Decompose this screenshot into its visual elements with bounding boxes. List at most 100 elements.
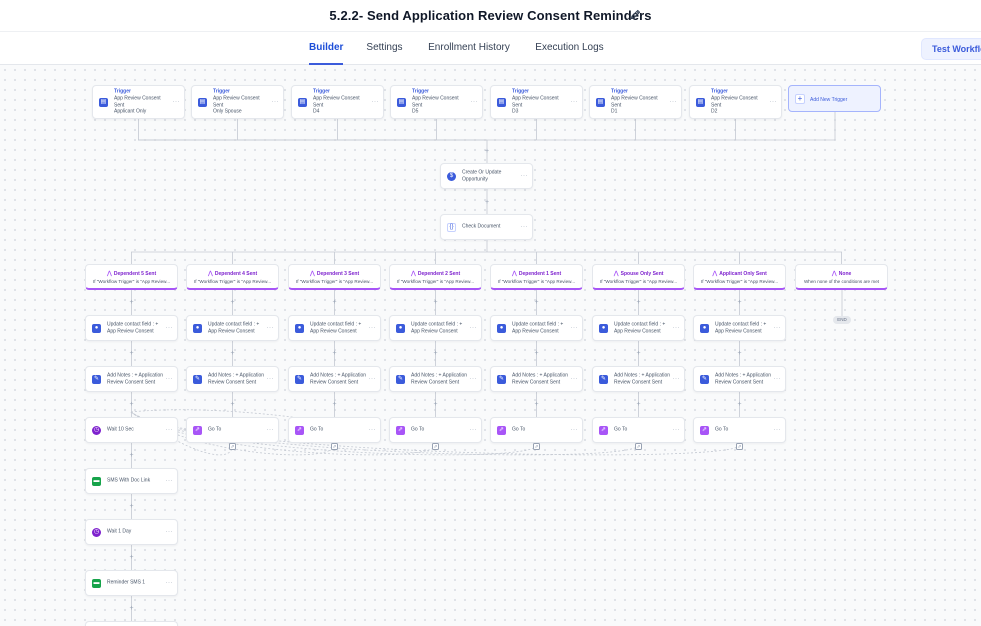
add-step-plus-icon[interactable]: + [636,349,641,357]
add-step-plus-icon[interactable]: + [433,400,438,408]
opportunity-action-node[interactable]: $ Create Or Update Opportunity ··· [440,163,533,189]
go-to-node[interactable]: ⇗Go To··· [592,417,685,443]
add-step-plus-icon[interactable]: + [129,553,134,561]
go-to-node[interactable]: ⇗Go To··· [490,417,583,443]
more-options-icon[interactable]: ··· [773,427,781,433]
more-options-icon[interactable]: ··· [165,529,173,535]
add-step-plus-icon[interactable]: + [129,502,134,510]
next-step-node[interactable] [85,621,178,626]
add-step-plus-icon[interactable]: + [332,400,337,408]
more-options-icon[interactable]: ··· [266,325,274,331]
more-options-icon[interactable]: ··· [172,99,180,105]
more-options-icon[interactable]: ··· [470,99,478,105]
add-step-plus-icon[interactable]: + [129,451,134,459]
add-step-plus-icon[interactable]: + [636,400,641,408]
more-options-icon[interactable]: ··· [570,99,578,105]
sms-node[interactable]: ▬Reminder SMS 1··· [85,570,178,596]
tab-builder[interactable]: Builder [309,32,343,65]
update-contact-field-node[interactable]: ●Update contact field : + App Review Con… [288,315,381,341]
update-contact-field-node[interactable]: ●Update contact field : + App Review Con… [85,315,178,341]
add-step-plus-icon[interactable]: + [534,298,539,306]
more-options-icon[interactable]: ··· [520,224,528,230]
add-step-plus-icon[interactable]: + [332,349,337,357]
add-step-plus-icon[interactable]: + [230,349,235,357]
more-options-icon[interactable]: ··· [165,427,173,433]
more-options-icon[interactable]: ··· [669,99,677,105]
add-step-plus-icon[interactable]: + [484,147,490,155]
add-notes-node[interactable]: ✎Add Notes : + Application Review Consen… [389,366,482,392]
more-options-icon[interactable]: ··· [520,173,528,179]
add-step-plus-icon[interactable]: + [737,400,742,408]
more-options-icon[interactable]: ··· [368,427,376,433]
add-step-plus-icon[interactable]: + [332,298,337,306]
more-options-icon[interactable]: ··· [672,376,680,382]
more-options-icon[interactable]: ··· [165,580,173,586]
more-options-icon[interactable]: ··· [672,325,680,331]
add-step-plus-icon[interactable]: + [737,298,742,306]
add-step-plus-icon[interactable]: + [636,298,641,306]
more-options-icon[interactable]: ··· [266,427,274,433]
update-contact-field-node[interactable]: ●Update contact field : + App Review Con… [693,315,786,341]
add-step-plus-icon[interactable]: + [737,349,742,357]
go-to-node[interactable]: ⇗Go To··· [389,417,482,443]
add-step-plus-icon[interactable]: + [534,400,539,408]
wait-node[interactable]: ◷Wait 10 Sec··· [85,417,178,443]
add-step-plus-icon[interactable]: + [230,298,235,306]
go-to-node[interactable]: ⇗Go To··· [186,417,279,443]
add-step-plus-icon[interactable]: + [484,198,490,206]
more-options-icon[interactable]: ··· [271,99,279,105]
more-options-icon[interactable]: ··· [469,427,477,433]
add-notes-node[interactable]: ✎Add Notes : + Application Review Consen… [85,366,178,392]
add-notes-node[interactable]: ✎Add Notes : + Application Review Consen… [288,366,381,392]
more-options-icon[interactable]: ··· [773,376,781,382]
more-options-icon[interactable]: ··· [368,325,376,331]
update-contact-field-node[interactable]: ●Update contact field : + App Review Con… [592,315,685,341]
more-options-icon[interactable]: ··· [773,325,781,331]
more-options-icon[interactable]: ··· [570,376,578,382]
go-to-node[interactable]: ⇗Go To··· [288,417,381,443]
more-options-icon[interactable]: ··· [769,99,777,105]
more-options-icon[interactable]: ··· [469,325,477,331]
more-options-icon[interactable]: ··· [570,427,578,433]
add-step-plus-icon[interactable]: + [433,349,438,357]
add-step-plus-icon[interactable]: + [129,349,134,357]
more-options-icon[interactable]: ··· [266,376,274,382]
more-options-icon[interactable]: ··· [469,376,477,382]
more-options-icon[interactable]: ··· [165,478,173,484]
more-options-icon[interactable]: ··· [672,427,680,433]
more-options-icon[interactable]: ··· [165,325,173,331]
update-contact-field-node[interactable]: ●Update contact field : + App Review Con… [389,315,482,341]
update-contact-field-node[interactable]: ●Update contact field : + App Review Con… [186,315,279,341]
check-document-node[interactable]: {} Check Document ··· [440,214,533,240]
edit-pencil-icon[interactable] [629,8,642,21]
sms-node[interactable]: ▬SMS With Doc Link··· [85,468,178,494]
more-options-icon[interactable]: ··· [371,99,379,105]
add-new-trigger-button[interactable]: + Add New Trigger [788,85,881,112]
wait-node[interactable]: ◷Wait 1 Day··· [85,519,178,545]
add-step-plus-icon[interactable]: + [129,400,134,408]
add-notes-node[interactable]: ✎Add Notes : + Application Review Consen… [186,366,279,392]
go-to-node[interactable]: ⇗Go To··· [693,417,786,443]
more-options-icon[interactable]: ··· [570,325,578,331]
add-step-plus-icon[interactable]: + [433,298,438,306]
tab-settings[interactable]: Settings [366,42,403,53]
add-notes-node[interactable]: ✎Add Notes : + Application Review Consen… [592,366,685,392]
add-notes-node[interactable]: ✎Add Notes : + Application Review Consen… [693,366,786,392]
test-workflow-button[interactable]: Test Workflow [921,38,981,60]
tab-enrollment-history[interactable]: Enrollment History [428,42,510,53]
